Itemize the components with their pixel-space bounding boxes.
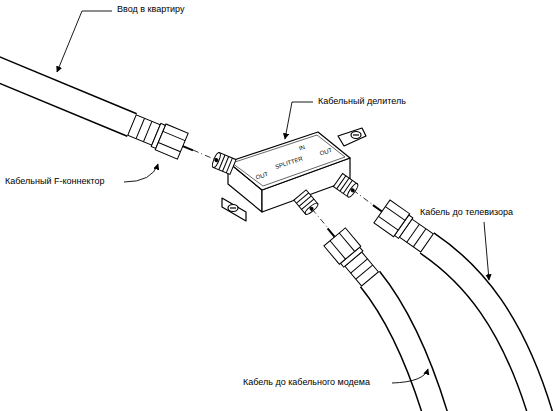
callout-label: Кабельный F-коннектор (5, 177, 104, 187)
callout-label: Кабель до телевизора (420, 208, 513, 218)
f-connectors (127, 112, 435, 288)
axis-lines (193, 150, 373, 228)
callout-label: Ввод в квартиру (117, 5, 185, 15)
callout-label: Кабельный делитель (318, 97, 406, 107)
splitter-body (222, 128, 366, 221)
cables (0, 62, 545, 411)
splitter-ports (211, 152, 359, 216)
leader-lines (57, 11, 489, 383)
callout-label: Кабель до кабельного модема (243, 378, 370, 388)
